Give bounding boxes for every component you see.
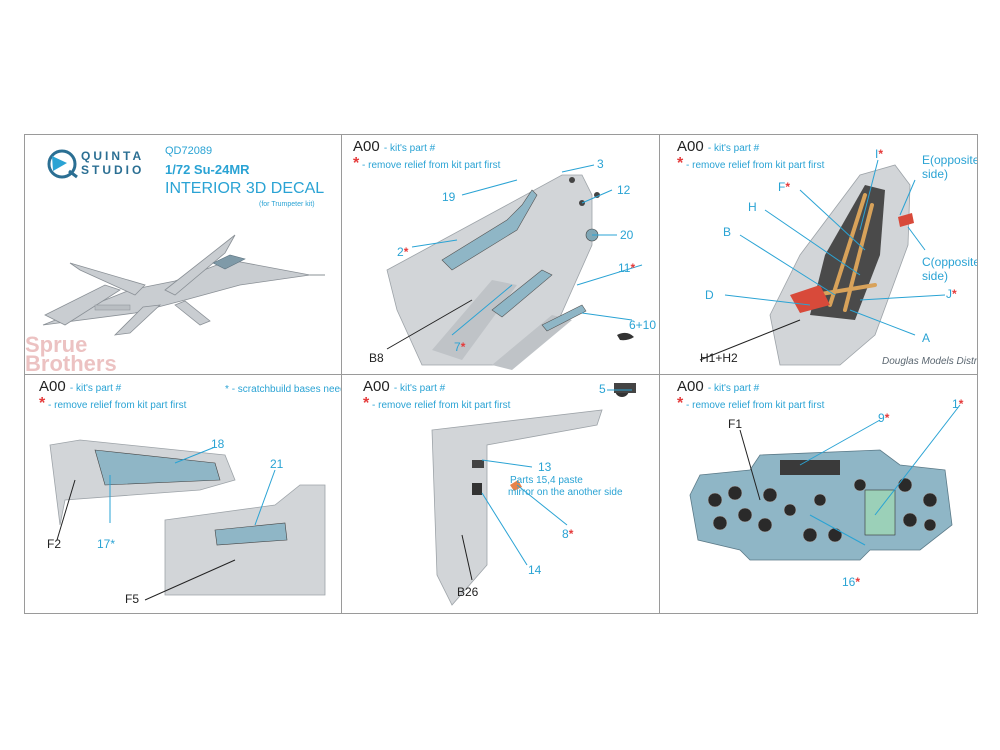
label-16: 16* [842,575,861,589]
panel-seat: A00 - kit's part # * - remove relief fro… [660,135,977,374]
label-F: F* [778,180,791,194]
label-9: 9* [878,411,890,425]
legend-remove-relief: * - remove relief from kit part first [39,395,187,412]
label-F2: F2 [47,537,62,551]
label-A: A [922,331,931,345]
instruction-sheet: QUINTA STUDIO QD72089 1/72 Su-24MR INTER… [24,134,978,614]
label-mirror-note: mirror on the another side [508,487,623,498]
label-8: 8* [562,527,574,541]
legend-kit-part: A00 - kit's part # [677,378,760,395]
aircraft-illustration [42,234,325,336]
side-consoles-illustration [49,439,326,601]
brand-name-2: STUDIO [81,163,145,177]
label-J: J* [946,287,957,301]
label-B8: B8 [369,351,384,365]
label-B: B [723,225,732,239]
panel-instrument-panel: A00 - kit's part # * - remove relief fro… [660,375,977,613]
legend-kit-part: A00 - kit's part # [677,138,760,155]
product-code: QD72089 [165,145,213,157]
label-6-10: 6+10 [629,318,657,332]
grid-divider [25,374,977,375]
panel-cockpit-front: A00 - kit's part # * - remove relief fro… [342,135,659,374]
label-5: 5 [599,382,606,396]
panel-side-consoles: A00 - kit's part # * - remove relief fro… [25,375,341,613]
kit-note: (for Trumpeter kit) [259,201,315,208]
quinta-logo-icon [47,149,78,179]
legend-remove-relief: * - remove relief from kit part first [353,155,501,172]
label-21: 21 [270,457,284,471]
label-C-side: side) [922,269,949,283]
instrument-panel-illustration [689,404,961,561]
label-18: 18 [211,437,225,451]
label-7: 7* [454,340,466,354]
legend-remove-relief: * - remove relief from kit part first [363,395,511,412]
brand-name-1: QUINTA [81,149,145,163]
rear-wall-illustration [431,383,636,606]
label-parts-paste: Parts 15,4 paste [510,475,583,486]
cockpit-tub-illustration [386,164,643,370]
label-17: 17* [97,537,116,551]
label-H1-H2: H1+H2 [700,351,738,365]
label-I: I* [875,147,884,161]
label-19: 19 [442,190,456,204]
legend-remove-relief: * - remove relief from kit part first [677,155,825,172]
legend-scratchbuild: * - scratchbuild bases needed [225,384,341,395]
label-1: 1* [952,397,964,411]
label-2: 2* [397,245,409,259]
ejection-seat-illustration [699,159,946,366]
label-14: 14 [528,563,542,577]
label-20: 20 [620,228,634,242]
label-C: C(opposite [922,255,977,269]
legend-kit-part: A00 - kit's part # [363,378,446,395]
legend-remove-relief: * - remove relief from kit part first [677,395,825,412]
label-11: 11* [618,261,636,275]
label-F1: F1 [728,417,743,431]
label-D: D [705,288,714,302]
label-E: E(opposite [922,153,977,167]
label-12: 12 [617,183,631,197]
label-F5: F5 [125,592,140,606]
scale-model: 1/72 Su-24MR [165,162,250,177]
sprue-watermark: Sprue Brothers [25,332,117,375]
legend-kit-part: A00 - kit's part # [353,138,436,155]
panel-rear-wall: A00 - kit's part # * - remove relief fro… [342,375,659,613]
label-B26: B26 [457,585,479,599]
douglas-watermark: Douglas Models Distributors [882,356,977,367]
label-13: 13 [538,460,552,474]
label-3: 3 [597,157,604,171]
label-H: H [748,200,757,214]
label-E-side: side) [922,167,949,181]
panel-brand: QUINTA STUDIO QD72089 1/72 Su-24MR INTER… [25,135,341,374]
legend-kit-part: A00 - kit's part # [39,378,122,395]
product-title: INTERIOR 3D DECAL [165,180,325,197]
